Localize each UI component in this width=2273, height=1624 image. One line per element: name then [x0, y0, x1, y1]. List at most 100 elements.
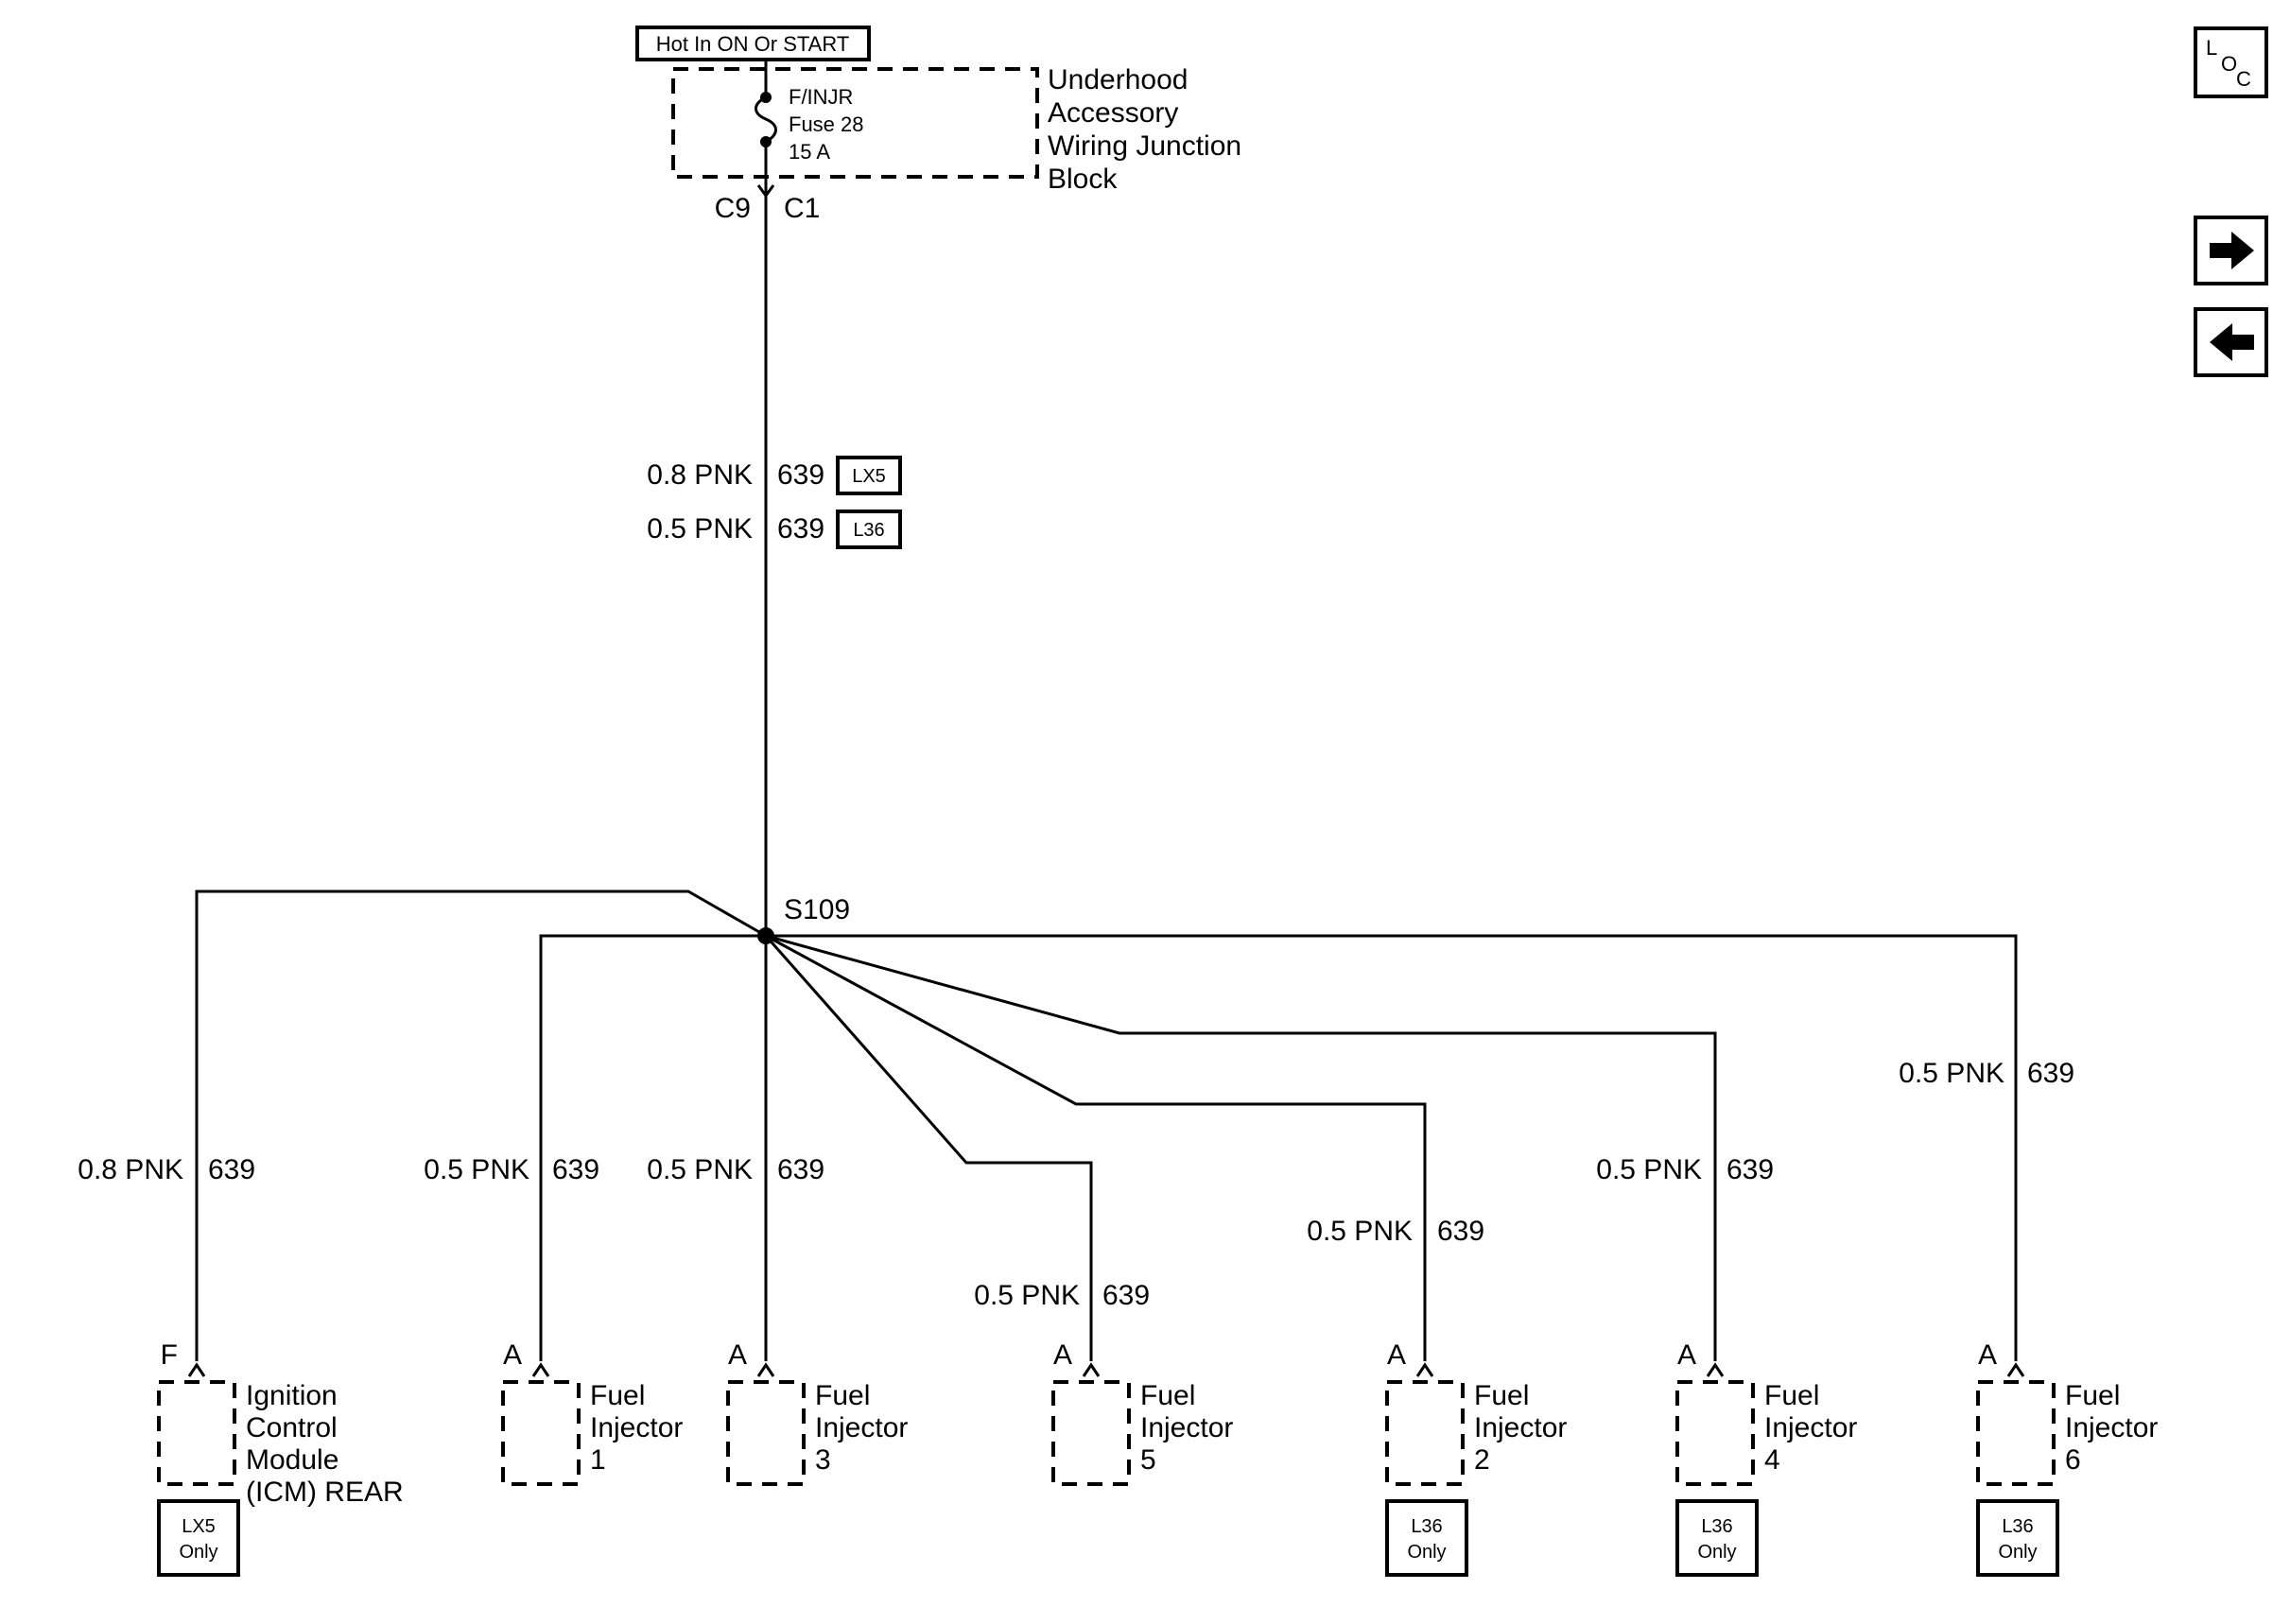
- pin-terminal: [187, 1362, 206, 1377]
- option-badge-text: Only: [1998, 1542, 2037, 1563]
- fuse-symbol: [755, 60, 777, 194]
- branch-wire-circuit: 639: [1437, 1216, 1484, 1247]
- splice-s109-dot: [757, 927, 774, 944]
- component-name-line: Injector: [590, 1412, 683, 1443]
- hot-in-label: Hot In ON Or START: [656, 32, 850, 56]
- component-name-line: Ignition: [246, 1380, 338, 1411]
- option-badge-text: Only: [1697, 1542, 1736, 1563]
- branch-wire-circuit: 639: [2027, 1058, 2074, 1089]
- component-name-line: Injector: [1474, 1412, 1567, 1443]
- component-name-line: Fuel: [1474, 1380, 1529, 1411]
- branch-wire-circuit: 639: [777, 1154, 824, 1185]
- component-name-line: 2: [1474, 1444, 1490, 1476]
- junction-block-outline: [671, 67, 1039, 179]
- fuse-name: F/INJR: [789, 85, 853, 109]
- option-badge-text: L36: [1411, 1516, 1442, 1537]
- fuse-rating: 15 A: [789, 140, 830, 164]
- previous-page-button[interactable]: [2194, 307, 2268, 377]
- component-name-line: 6: [2065, 1444, 2081, 1476]
- component-name-line: 3: [815, 1444, 831, 1476]
- branch-wire-size: 0.5 PNK: [1596, 1154, 1702, 1185]
- branch-wire-size: 0.5 PNK: [1307, 1216, 1413, 1247]
- branch-wire-injector-5: [764, 935, 1093, 1361]
- branch-wire-injector-2: [765, 934, 1427, 1361]
- option-badge-text: L36: [2002, 1516, 2033, 1537]
- branch-wire-circuit: 639: [1726, 1154, 1774, 1185]
- component-name-line: 5: [1140, 1444, 1156, 1476]
- component-name-line: Injector: [1764, 1412, 1857, 1443]
- loc-letter-c: C: [2236, 67, 2251, 91]
- pin-terminal: [1706, 1362, 1725, 1377]
- branch-wire-icm: [195, 890, 767, 1361]
- option-badge-text: Only: [179, 1542, 217, 1563]
- main-wire-size-1: 0.8 PNK: [647, 459, 753, 491]
- branch-wire-size: 0.5 PNK: [647, 1154, 753, 1185]
- pin-terminal: [2006, 1362, 2025, 1377]
- fuse-terminal-bottom: [760, 136, 772, 147]
- option-badge: [1675, 1499, 1759, 1577]
- pin-terminal: [1415, 1362, 1434, 1377]
- next-page-button[interactable]: [2194, 216, 2268, 285]
- pin-label: F: [161, 1339, 178, 1371]
- component-name-line: Fuel: [2065, 1380, 2120, 1411]
- main-wire-option-1: LX5: [852, 466, 886, 487]
- block-name-line-3: Wiring Junction: [1048, 130, 1241, 162]
- component-name-line: Control: [246, 1412, 338, 1443]
- connector-c1: C1: [784, 193, 820, 224]
- pin-label: A: [503, 1339, 522, 1371]
- option-badge: [1976, 1499, 2059, 1577]
- branch-wire-size: 0.8 PNK: [78, 1154, 183, 1185]
- main-wire-circuit-1: 639: [777, 459, 824, 491]
- component-name-line: Injector: [1140, 1412, 1233, 1443]
- arrow-right-icon: [2210, 232, 2254, 269]
- component-name-line: Fuel: [1140, 1380, 1195, 1411]
- component-name-line: Fuel: [815, 1380, 870, 1411]
- connector-outline: [726, 1380, 806, 1486]
- loc-button[interactable]: L O C: [2194, 26, 2268, 98]
- pin-label: A: [1387, 1339, 1406, 1371]
- connector-outline: [1675, 1380, 1755, 1486]
- option-badge: [157, 1499, 240, 1577]
- pin-label: A: [1677, 1339, 1696, 1371]
- component-name-line: 1: [590, 1444, 606, 1476]
- option-badge-text: Only: [1407, 1542, 1446, 1563]
- splice-s109-label: S109: [784, 894, 850, 925]
- block-name-line-1: Underhood: [1048, 64, 1188, 95]
- connector-outline: [1051, 1380, 1131, 1486]
- connector-outline: [157, 1380, 236, 1486]
- branch-wire-size: 0.5 PNK: [974, 1280, 1080, 1311]
- connector-outline: [1385, 1380, 1465, 1486]
- pin-terminal: [531, 1362, 550, 1377]
- option-badge-l36: [836, 510, 902, 549]
- main-wire-circuit-2: 639: [777, 513, 824, 544]
- branch-wire-circuit: 639: [208, 1154, 255, 1185]
- option-badge-text: LX5: [182, 1516, 216, 1537]
- branch-wire-size: 0.5 PNK: [1899, 1058, 2004, 1089]
- pin-label: A: [1053, 1339, 1072, 1371]
- pin-terminal: [1082, 1362, 1101, 1377]
- component-name-line: Injector: [2065, 1412, 2158, 1443]
- component-name-line: Fuel: [1764, 1380, 1819, 1411]
- branch-wire-injector-1: [539, 934, 766, 1361]
- pin-label: A: [1978, 1339, 1997, 1371]
- hot-in-label-box: [635, 26, 871, 61]
- arrow-left-icon: [2210, 323, 2254, 361]
- component-name-line: 4: [1764, 1444, 1780, 1476]
- component-name-line: Injector: [815, 1412, 908, 1443]
- block-name-line-4: Block: [1048, 164, 1118, 195]
- connector-outline: [1976, 1380, 2056, 1486]
- connector-outline: [501, 1380, 581, 1486]
- loc-letter-o: O: [2221, 52, 2237, 76]
- component-name-line: (ICM) REAR: [246, 1477, 404, 1508]
- branch-wire-injector-4: [765, 934, 1717, 1361]
- option-badge: [1385, 1499, 1468, 1577]
- branch-wire-circuit: 639: [552, 1154, 599, 1185]
